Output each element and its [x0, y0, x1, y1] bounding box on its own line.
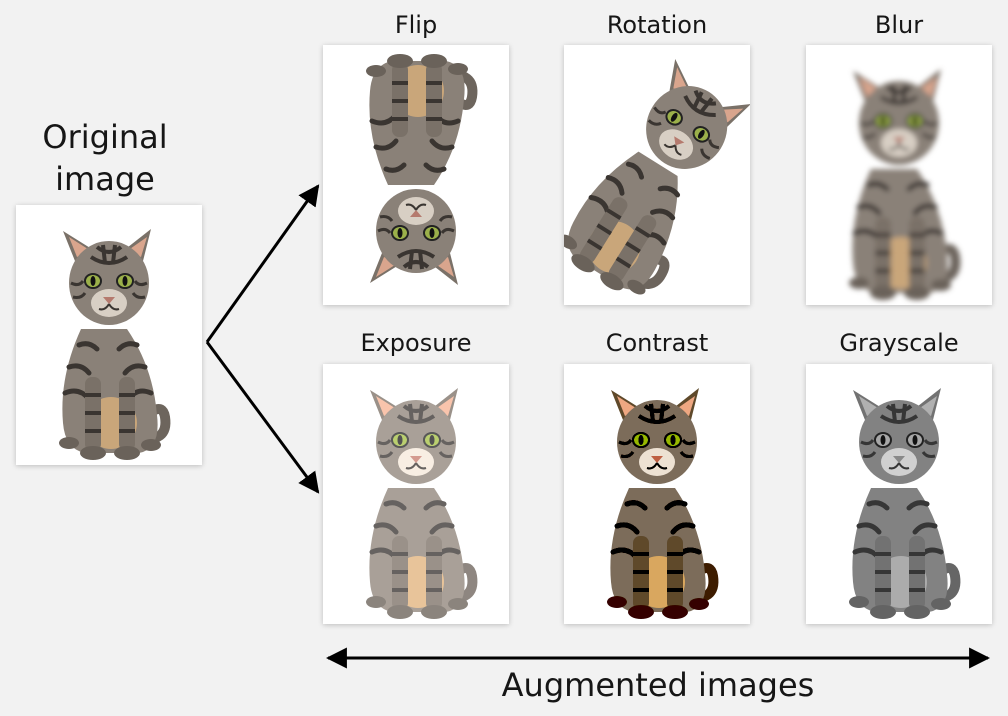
exposure-label: Exposure	[360, 329, 472, 357]
flip-label: Flip	[394, 11, 438, 39]
augmented-images-caption: Augmented images	[501, 666, 815, 704]
rotation-label: Rotation	[606, 11, 708, 39]
arrow-to-bottom-row	[205, 341, 320, 494]
grayscale-label: Grayscale	[839, 329, 959, 357]
contrast-image-card	[564, 364, 750, 624]
flip-image-card	[323, 45, 509, 305]
arrow-to-top-row	[205, 184, 320, 343]
original-image-card	[16, 205, 202, 465]
grayscale-image-card	[806, 364, 992, 624]
blur-image-card	[806, 45, 992, 305]
contrast-label: Contrast	[605, 329, 709, 357]
rotation-image-card	[564, 45, 750, 305]
original-title: Original image	[42, 118, 168, 198]
exposure-image-card	[323, 364, 509, 624]
blur-label: Blur	[874, 11, 924, 39]
